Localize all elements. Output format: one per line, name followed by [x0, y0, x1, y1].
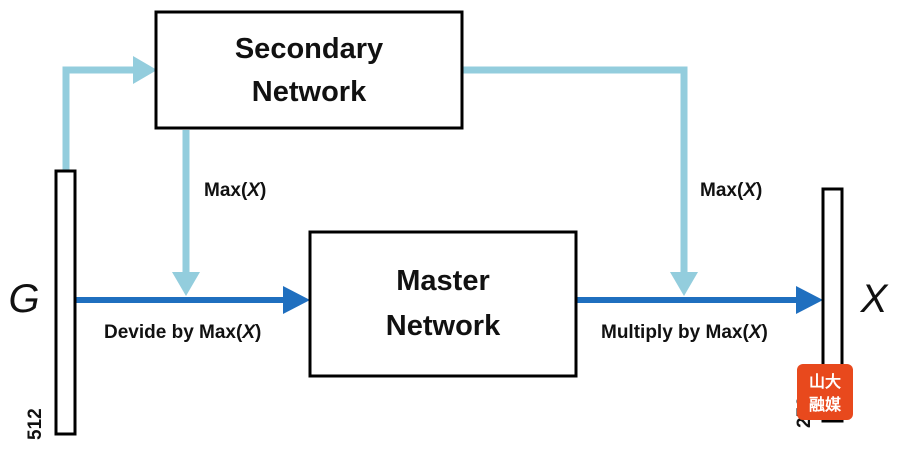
secondary-to-multiply-arrow — [462, 66, 698, 296]
watermark-logo: 山大 融媒 — [797, 364, 853, 420]
input-to-master-arrow — [74, 286, 310, 314]
master-network-box: Master Network — [308, 230, 578, 378]
output-symbol: X — [860, 277, 889, 321]
input-size-label: 512 — [25, 408, 46, 440]
divide-by-max-label: Devide by Max(X) — [104, 322, 261, 343]
secondary-network-box: Secondary Network — [154, 10, 464, 130]
input-to-secondary-arrow — [62, 56, 157, 170]
secondary-to-divide-arrow — [172, 130, 200, 296]
secondary-network-title-line1: Secondary — [235, 33, 383, 65]
watermark-text-bottom: 融媒 — [809, 395, 842, 414]
master-network-title-line1: Master — [396, 265, 490, 297]
master-network-title-line2: Network — [386, 310, 501, 342]
input-symbol: G — [8, 277, 39, 321]
input-vector-bar — [54, 169, 77, 436]
master-to-output-arrow — [576, 286, 823, 314]
output-vector-bar — [821, 187, 844, 423]
watermark-text-top: 山大 — [809, 372, 841, 391]
multiply-by-max-label: Multiply by Max(X) — [601, 322, 768, 343]
max-x-label-left: Max(X) — [204, 180, 266, 201]
secondary-network-title-line2: Network — [252, 76, 367, 108]
max-x-label-right: Max(X) — [700, 180, 762, 201]
